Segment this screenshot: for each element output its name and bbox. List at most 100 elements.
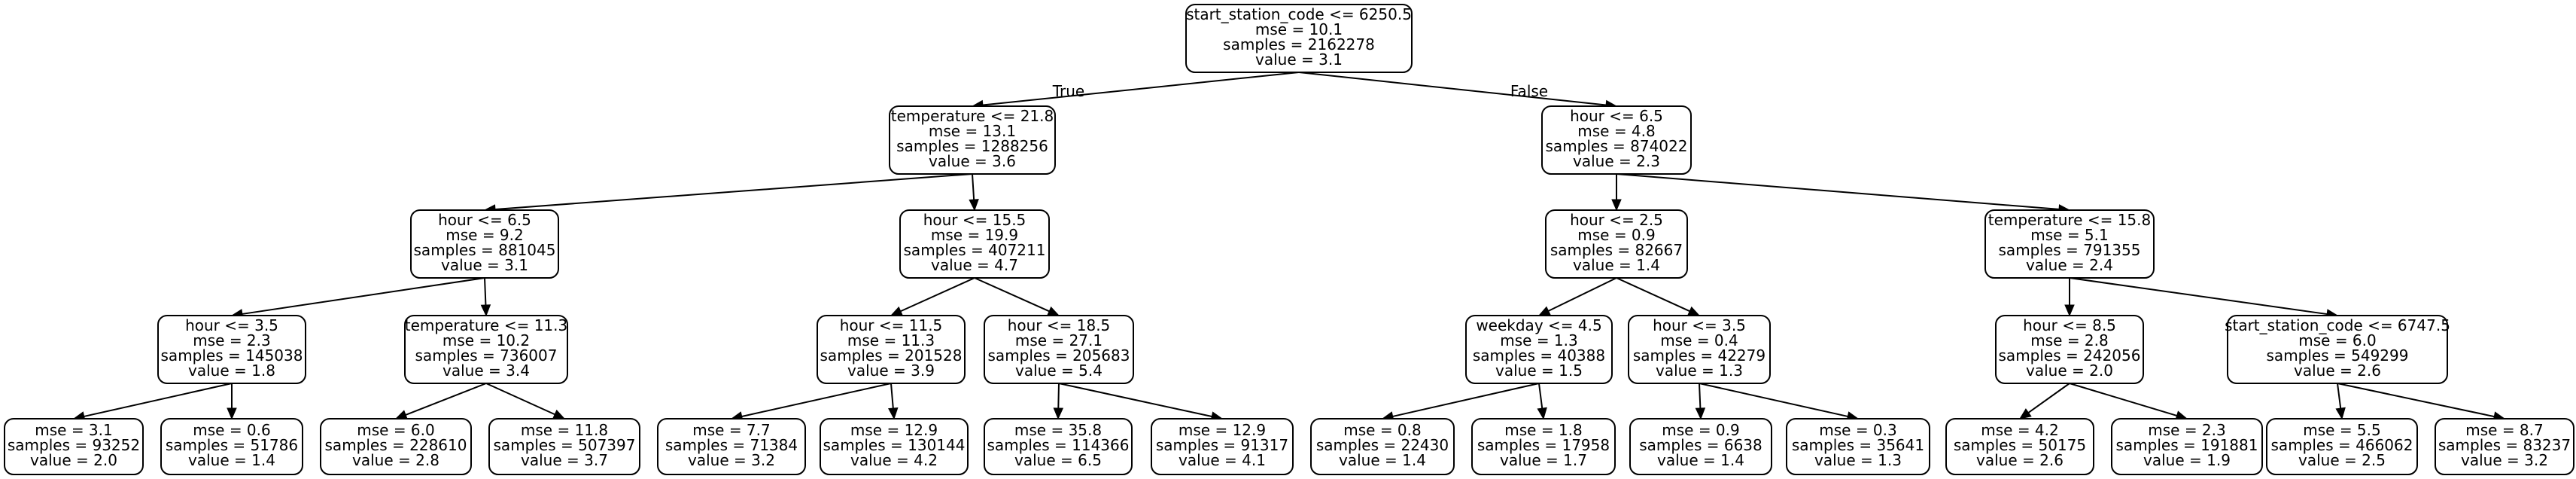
node-line: mse = 1.8 (1504, 421, 1583, 439)
node-line: value = 2.0 (2026, 362, 2113, 380)
node-line: samples = 17958 (1477, 436, 1610, 454)
node-line: mse = 11.8 (521, 421, 608, 439)
node-box (984, 418, 1133, 475)
edge-arrowhead (890, 306, 903, 316)
node-line: hour <= 11.5 (840, 316, 943, 334)
edge-n10-n21 (1057, 383, 1060, 409)
node-line: value = 1.9 (2143, 451, 2231, 469)
node-line: value = 3.6 (929, 152, 1016, 170)
node-line: samples = 35641 (1792, 436, 1924, 454)
node-box (1541, 105, 1692, 175)
node-line: samples = 114366 (987, 436, 1130, 454)
node-box (1471, 418, 1616, 475)
node-line: mse = 0.3 (1819, 421, 1897, 439)
node-line: value = 3.2 (2461, 451, 2548, 469)
node-box (1310, 418, 1455, 475)
node-box (1185, 4, 1413, 73)
node-line: samples = 191881 (2116, 436, 2258, 454)
node-line: mse = 11.3 (847, 331, 935, 349)
node-line: mse = 0.9 (1577, 226, 1656, 244)
node-line: value = 2.0 (30, 451, 117, 469)
node-line: samples = 736007 (415, 346, 558, 365)
edge-arrowhead (227, 407, 237, 420)
edge-arrowhead (2335, 407, 2346, 420)
node-line: mse = 5.1 (2030, 226, 2109, 244)
node-box (1545, 209, 1688, 279)
node-line: samples = 145038 (161, 346, 303, 365)
node-line: value = 2.6 (1976, 451, 2064, 469)
edge-arrowhead (2018, 408, 2032, 420)
node-line: value = 2.6 (2294, 362, 2381, 380)
node-line: mse = 8.7 (2465, 421, 2544, 439)
node-line: value = 1.4 (1573, 256, 1660, 274)
edge-n1-n4 (972, 173, 975, 200)
node-box (2111, 418, 2263, 475)
node-line: mse = 35.8 (1014, 421, 1102, 439)
node-box (1984, 209, 2155, 279)
node-line: mse = 0.8 (1343, 421, 1422, 439)
node-line: mse = 0.4 (1660, 331, 1738, 349)
node-line: value = 2.8 (352, 451, 439, 469)
edge-arrowhead (1537, 407, 1547, 420)
node-line: samples = 50175 (1954, 436, 2086, 454)
edge-arrowhead (1053, 407, 1064, 420)
node-line: samples = 1288256 (896, 137, 1048, 155)
edge-n8-n18 (485, 383, 555, 416)
edge-arrowhead (1611, 199, 1622, 212)
edge-label-true: True (1052, 82, 1084, 100)
node-line: mse = 0.9 (1662, 421, 1740, 439)
node-line: mse = 3.1 (35, 421, 113, 439)
edge-n0-n1 (982, 72, 1300, 106)
node-line: samples = 228610 (325, 436, 467, 454)
node-line: samples = 51786 (166, 436, 298, 454)
node-line: samples = 791355 (1999, 241, 2141, 259)
node-box (1628, 315, 1771, 384)
node-line: value = 1.4 (1339, 451, 1426, 469)
node-line: hour <= 3.5 (185, 316, 278, 334)
node-box (1629, 418, 1772, 475)
node-line: mse = 2.8 (2030, 331, 2109, 349)
node-line: mse = 9.2 (446, 226, 524, 244)
node-line: samples = 466062 (2271, 436, 2413, 454)
node-line: value = 4.1 (1179, 451, 1266, 469)
edge-n5-n12 (1616, 277, 1690, 313)
edge-n10-n22 (1058, 383, 1212, 418)
edge-n14-n29 (2337, 383, 2342, 409)
node-line: weekday <= 4.5 (1476, 316, 1601, 334)
node-box (1995, 315, 2144, 384)
edge-arrowhead (969, 199, 979, 212)
node-line: start_station_code <= 6250.5 (1186, 5, 1412, 23)
node-line: hour <= 6.5 (1570, 107, 1663, 125)
node-box (899, 209, 1050, 279)
node-box (404, 315, 568, 384)
node-box (1945, 418, 2094, 475)
node-box (889, 105, 1056, 175)
node-line: hour <= 15.5 (923, 211, 1026, 229)
node-line: samples = 407211 (904, 241, 1046, 259)
node-line: samples = 201528 (820, 346, 963, 365)
node-box (2435, 418, 2574, 475)
node-line: value = 2.5 (2298, 451, 2386, 469)
node-line: value = 1.3 (1656, 362, 1743, 380)
node-line: value = 4.7 (931, 256, 1018, 274)
node-line: samples = 71384 (665, 436, 798, 454)
node-line: mse = 10.1 (1255, 20, 1343, 38)
node-line: temperature <= 21.8 (891, 107, 1054, 125)
edge-n11-n23 (1392, 383, 1540, 417)
edge-n5-n11 (1548, 277, 1617, 312)
node-line: value = 1.3 (1814, 451, 1902, 469)
